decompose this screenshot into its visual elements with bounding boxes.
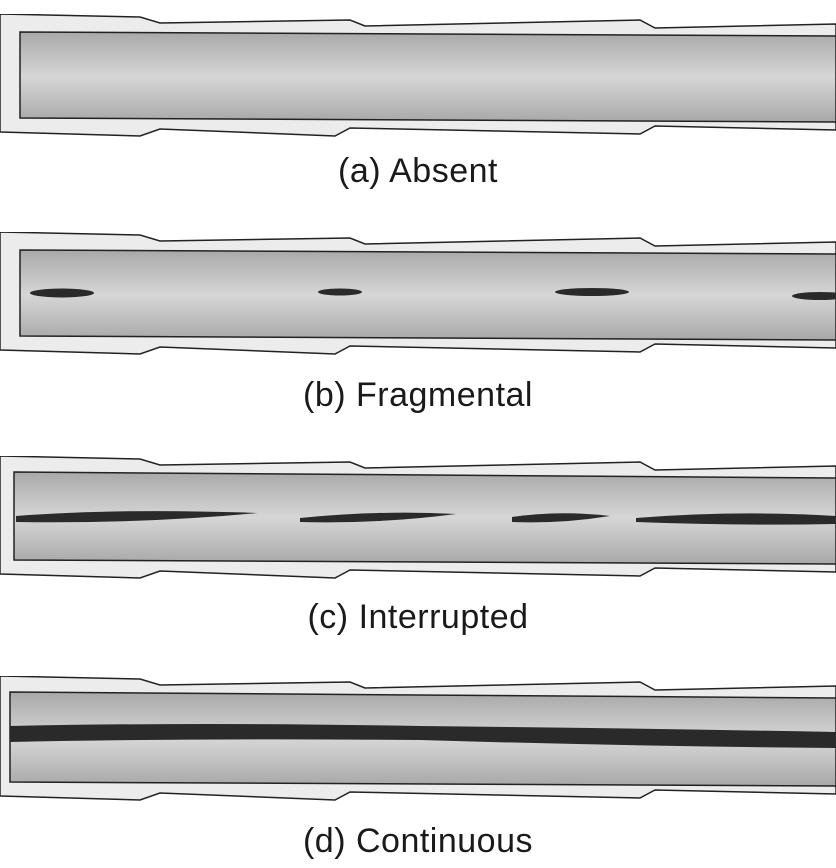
cortex: [13, 471, 836, 565]
hair-panel-interrupted: [0, 456, 836, 582]
medulla-continuous: [10, 724, 836, 748]
medulla-fragment: [318, 288, 362, 296]
medulla-segment: [300, 512, 456, 523]
hair-shaft-fragmental: [0, 232, 836, 355]
hair-panel-absent: [0, 14, 836, 140]
medulla-segment: [16, 511, 258, 523]
caption-interrupted: (c) Interrupted: [307, 598, 529, 636]
hair-shaft-absent: [0, 14, 836, 137]
medulla-fragment: [792, 292, 836, 300]
hair-panel-continuous: [0, 676, 836, 806]
medulla-fragment: [555, 288, 629, 296]
cortex: [19, 31, 836, 123]
caption-fragmental: (b) Fragmental: [303, 376, 533, 414]
medulla-fragment: [30, 288, 94, 298]
caption-absent: (a) Absent: [338, 152, 498, 190]
hair-shaft-interrupted: [0, 456, 836, 579]
caption-continuous: (d) Continuous: [302, 822, 533, 860]
medulla-segment: [512, 513, 610, 523]
hair-panel-fragmental: [0, 232, 836, 358]
cortex: [19, 249, 836, 341]
hair-shaft-continuous: [0, 676, 836, 801]
medulla-segment: [636, 513, 836, 525]
